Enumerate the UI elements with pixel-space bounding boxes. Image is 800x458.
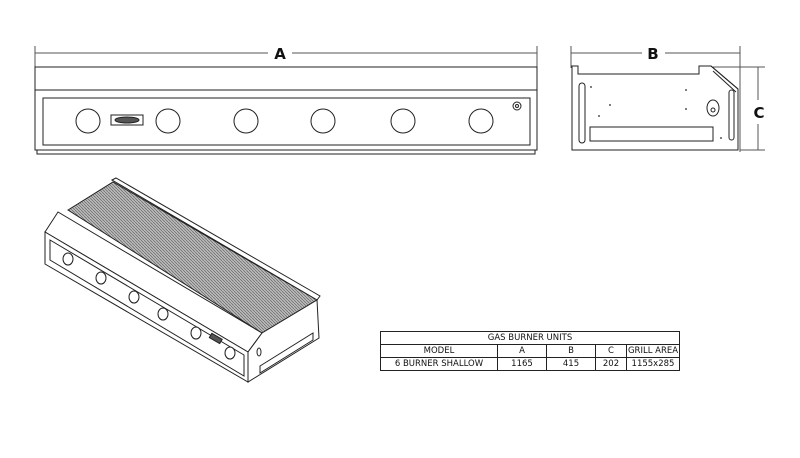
dimension-label-b: B [647,45,658,63]
header-a: A [497,344,547,358]
knobs [75,108,494,134]
knob-icon [468,108,494,134]
side-body [571,65,739,151]
table-row: 6 BURNER SHALLOW 1165 415 202 1155x285 [380,357,680,371]
header-model: MODEL [380,344,498,358]
dimension-label-a: A [274,45,286,63]
header-grill-area: GRILL AREA [626,344,680,358]
side-view [570,46,765,152]
knob-icon [190,326,202,340]
iso-knobs [62,252,236,360]
igniter-icon [512,101,522,111]
knob-icon [390,108,416,134]
front-body [34,66,538,151]
knob-icon [233,108,259,134]
dimension-label-c: C [753,104,764,122]
header-b: B [546,344,596,358]
side-panel [247,299,320,383]
knob-icon [75,108,101,134]
cell-a: 1165 [497,357,547,371]
knob-icon [128,290,140,304]
front-view [34,46,538,155]
knob-icon [62,252,74,266]
knob-icon [310,108,336,134]
knob-icon [155,108,181,134]
brand-logo-icon [110,114,144,126]
cell-c: 202 [595,357,627,371]
cell-b: 415 [546,357,596,371]
header-c: C [595,344,627,358]
table-title: GAS BURNER UNITS [380,331,680,345]
brand-logo-icon [208,332,223,345]
knob-icon [157,307,169,321]
knob-icon [95,271,107,285]
table-header-row: MODEL A B C GRILL AREA [380,344,680,358]
specs-table: GAS BURNER UNITS MODEL A B C GRILL AREA … [380,331,680,371]
control-panel [42,97,531,146]
cell-grill-area: 1155x285 [626,357,680,371]
side-slot [589,126,714,142]
knob-icon [224,346,236,360]
cell-model: 6 BURNER SHALLOW [380,357,498,371]
isometric-view [44,177,321,383]
